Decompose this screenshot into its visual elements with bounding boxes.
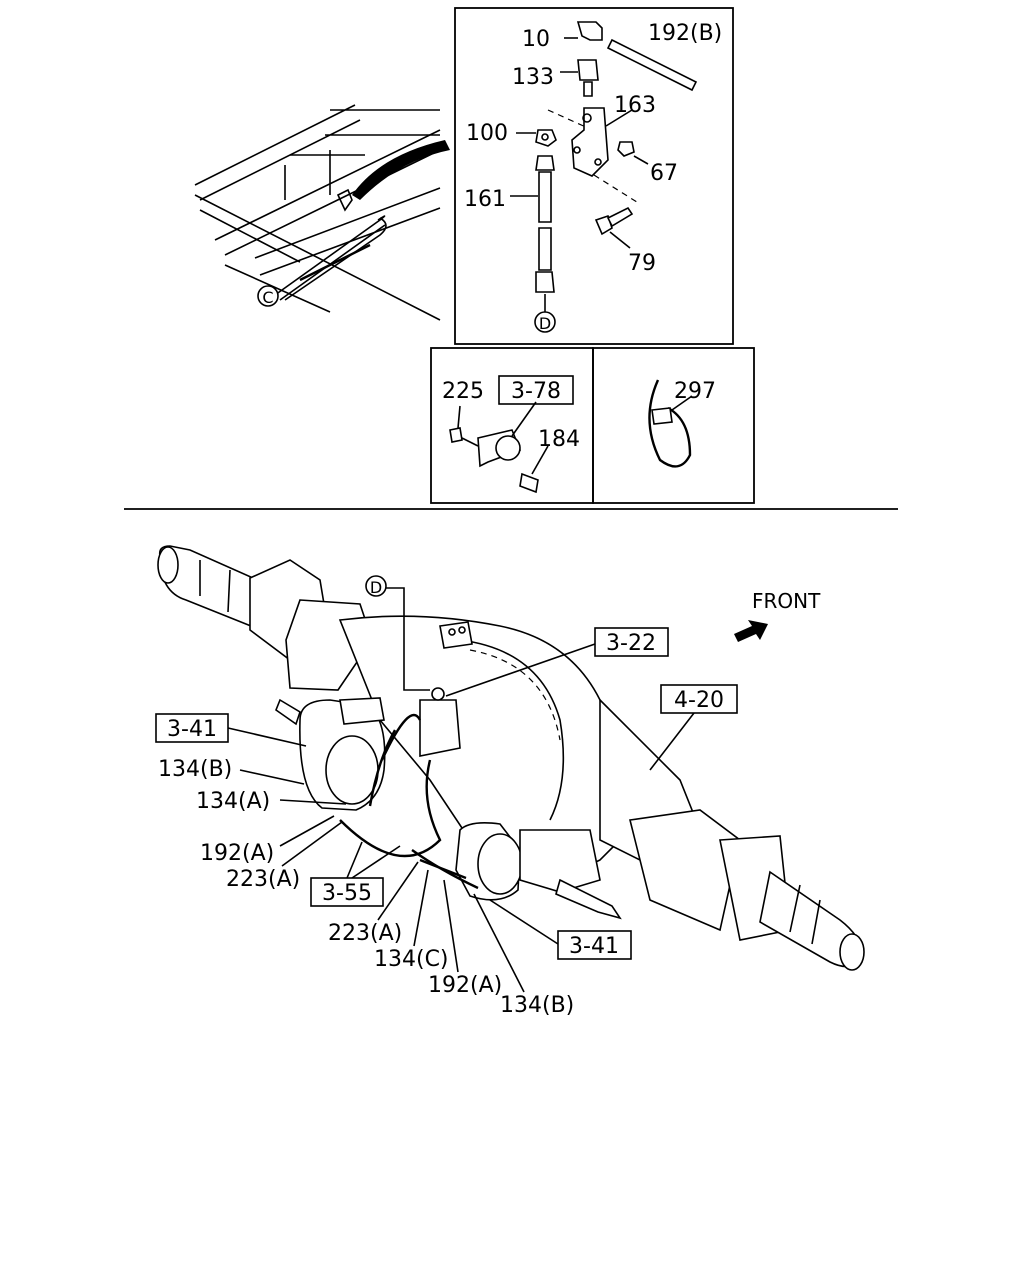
nut-67 [617,141,649,165]
label-134b-1: 134(B) [158,757,232,782]
label-100: 100 [466,121,508,146]
circle-d-main-label: D [370,578,382,597]
label-225: 225 [442,379,484,404]
band-clamp-297 [648,379,693,468]
bracket-163 [571,107,633,177]
nut-133 [560,59,599,97]
circle-c-marker: C [257,285,279,307]
ref-3-41-left-label: 3-41 [167,717,217,742]
label-134b-2: 134(B) [500,993,574,1018]
fitting-elbow-10 [564,21,603,41]
ref-3-78-label: 3-78 [511,379,561,404]
chassis-frame-sketch [194,104,450,321]
hose-161 [510,155,555,312]
detail-box-clip [430,347,594,504]
label-10: 10 [522,27,550,52]
ref-box-3-41-right [557,930,632,960]
label-184: 184 [538,427,580,452]
ref-box-4-20 [660,684,738,714]
rear-axle-housing [157,545,865,971]
label-67: 67 [650,161,678,186]
circle-d-main: D [365,575,430,691]
ref-box-3-78 [498,375,574,405]
label-163: 163 [614,93,656,118]
bolt-79 [594,206,634,249]
valve-3-22 [419,687,461,757]
label-134a: 134(A) [196,789,270,814]
label-223a-1: 223(A) [226,867,300,892]
ref-3-22-label: 3-22 [606,631,656,656]
label-223a-2: 223(A) [328,921,402,946]
hoses-main [339,713,479,890]
label-192b: 192(B) [648,21,722,46]
ref-3-55-label: 3-55 [322,881,372,906]
ref-3-41-right-label: 3-41 [569,934,619,959]
brake-chamber-left [275,697,386,811]
detail-box-band [592,347,755,504]
circle-d-top-label: D [539,314,551,333]
label-133: 133 [512,65,554,90]
label-297: 297 [674,379,716,404]
circle-d-top: D [534,311,556,333]
clip-part [449,401,549,494]
label-192a-1: 192(A) [200,841,274,866]
nut-100 [516,129,557,147]
front-label: FRONT [752,589,821,613]
ref-box-3-22 [594,627,669,657]
detail-box-hose-bracket [454,7,734,345]
brake-chamber-right [455,822,622,920]
circle-c-label: C [262,288,273,307]
hose-192b [606,38,698,92]
ref-4-20-label: 4-20 [674,688,724,713]
label-192a-2: 192(A) [428,973,502,998]
label-79: 79 [628,251,656,276]
label-161: 161 [464,187,506,212]
front-arrow-icon [734,620,768,642]
label-134c: 134(C) [374,947,449,972]
